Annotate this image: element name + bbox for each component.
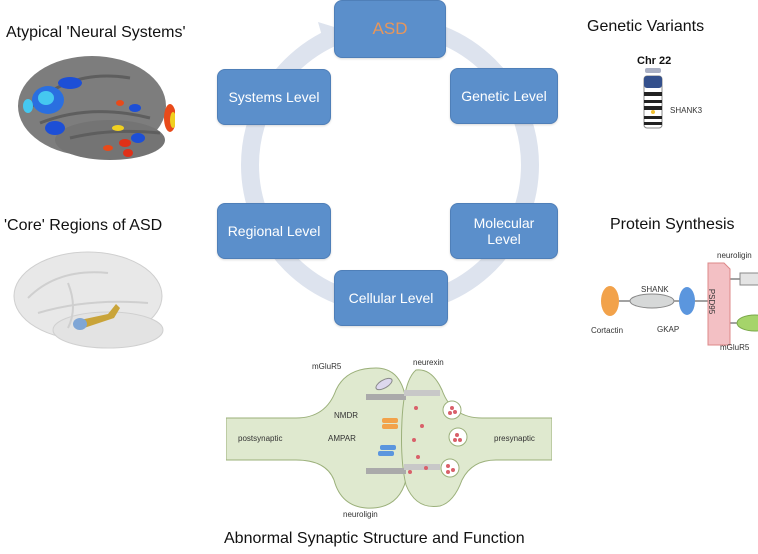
systems-level-box: Systems Level	[217, 69, 331, 125]
mglur5-shape	[736, 314, 758, 332]
gkap-shape	[679, 287, 695, 315]
molecular-level-box: Molecular Level	[450, 203, 558, 259]
neuroligin-protein-label: neuroligin	[717, 251, 752, 260]
regional-level-box: Regional Level	[217, 203, 331, 259]
postsynaptic-label: postsynaptic	[238, 434, 283, 443]
cortactin-shape	[601, 286, 619, 316]
nmdr-label: NMDR	[334, 411, 358, 420]
neurexin-bar-right	[404, 390, 440, 396]
presynaptic-label: presynaptic	[494, 434, 535, 443]
protein-complex-diagram	[601, 262, 758, 346]
brain-activation-image	[18, 56, 175, 160]
genetic-level-box: Genetic Level	[450, 68, 558, 124]
brain-core-regions-image	[13, 251, 164, 349]
regional-level-label: Regional Level	[227, 223, 321, 239]
protein-synthesis-title: Protein Synthesis	[610, 216, 735, 233]
psd95-label: PSD95	[707, 288, 717, 315]
genetic-level-label: Genetic Level	[461, 88, 547, 104]
cellular-level-box: Cellular Level	[334, 270, 448, 326]
neurexin-label: neurexin	[413, 358, 444, 367]
nmdr-receptor	[382, 424, 398, 429]
neurotransmitter-dots	[408, 406, 462, 474]
synapse-neuroligin-label: neuroligin	[343, 510, 378, 519]
synapse-title: Abnormal Synaptic Structure and Function	[224, 530, 525, 547]
systems-level-label: Systems Level	[228, 89, 320, 105]
synapse-diagram	[226, 367, 552, 509]
cellular-level-label: Cellular Level	[348, 290, 434, 306]
psd95-shape	[707, 262, 731, 346]
presynaptic-shape	[401, 369, 552, 508]
chromosome-label: Chr 22	[637, 55, 672, 67]
shank-label: SHANK	[641, 285, 669, 294]
ampar-label: AMPAR	[328, 434, 356, 443]
synapse-mglur5-label: mGluR5	[312, 362, 342, 371]
mglur5-receptor	[375, 377, 393, 391]
genetic-variants-title: Genetic Variants	[587, 18, 705, 35]
neuroligin-shape	[739, 272, 758, 286]
neurexin-bar-left	[366, 394, 406, 400]
mglur5-protein-label: mGluR5	[720, 343, 750, 352]
shank-shape	[629, 293, 675, 309]
cortactin-label: Cortactin	[591, 326, 624, 335]
ampar-receptor	[378, 451, 394, 456]
neural-systems-title: Atypical 'Neural Systems'	[6, 24, 186, 41]
asd-label: ASD	[372, 19, 408, 38]
molecular-level-label: Molecular Level	[473, 215, 535, 247]
shank3-label: SHANK3	[670, 106, 703, 115]
gkap-label: GKAP	[657, 325, 680, 334]
chromosome-icon	[643, 68, 663, 129]
asd-box: ASD	[334, 0, 446, 58]
core-regions-title: 'Core' Regions of ASD	[4, 217, 163, 234]
